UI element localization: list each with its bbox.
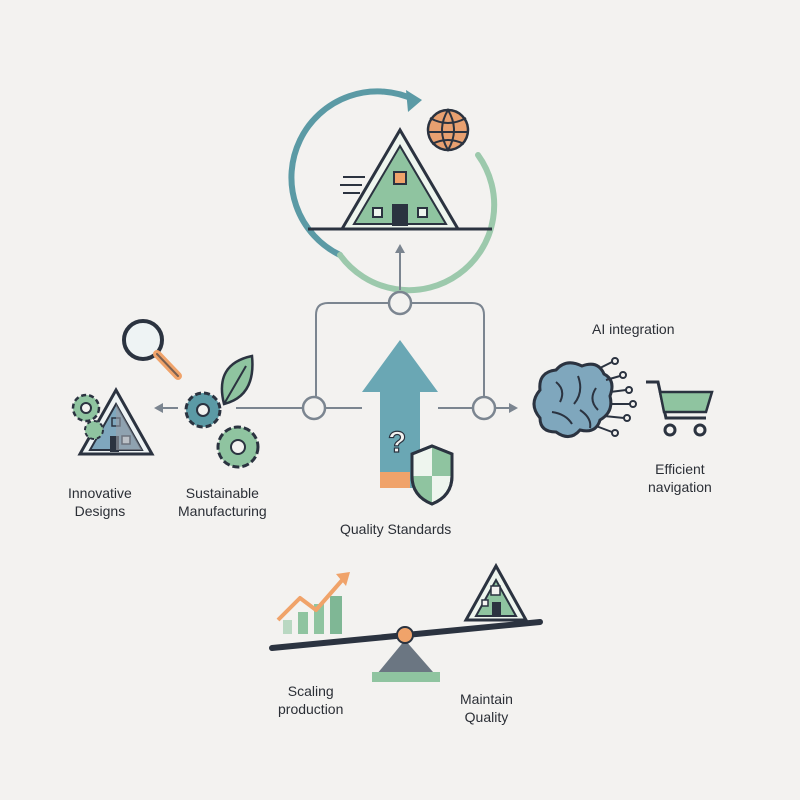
- gears-icon: [184, 391, 260, 469]
- growth-chart-icon: [276, 572, 350, 634]
- shield-icon: [410, 444, 454, 506]
- small-gears-icon: [71, 393, 104, 440]
- flow-connectors: [162, 252, 510, 409]
- arrowhead-right: [509, 403, 518, 413]
- label-quality-standards: Quality Standards: [340, 521, 452, 537]
- flow-node-top: [387, 290, 413, 316]
- arrowhead-left: [154, 403, 163, 413]
- magnifying-glass-icon: [122, 319, 182, 380]
- flow-node-right: [471, 395, 497, 421]
- label-scaling-production: Scaling production: [278, 683, 344, 717]
- arrowhead-up: [395, 244, 405, 253]
- question-mark: ?: [388, 426, 406, 459]
- flow-node-left: [301, 395, 327, 421]
- label-ai-integration: AI integration: [592, 321, 675, 337]
- maintain-house-icon: [463, 562, 529, 622]
- balance-seesaw-icon: [269, 619, 543, 682]
- shopping-cart-icon: [646, 380, 714, 437]
- globe-icon: [426, 108, 470, 152]
- label-innovative-designs: Innovative Designs: [68, 485, 132, 519]
- top-house-icon: [308, 127, 492, 231]
- label-maintain-quality: Maintain Quality: [460, 691, 513, 725]
- label-sustainable-manufacturing: Sustainable Manufacturing: [178, 485, 267, 519]
- brain-icon: [532, 357, 637, 438]
- leaf-icon: [220, 354, 254, 406]
- label-efficient-navigation: Efficient navigation: [648, 461, 712, 495]
